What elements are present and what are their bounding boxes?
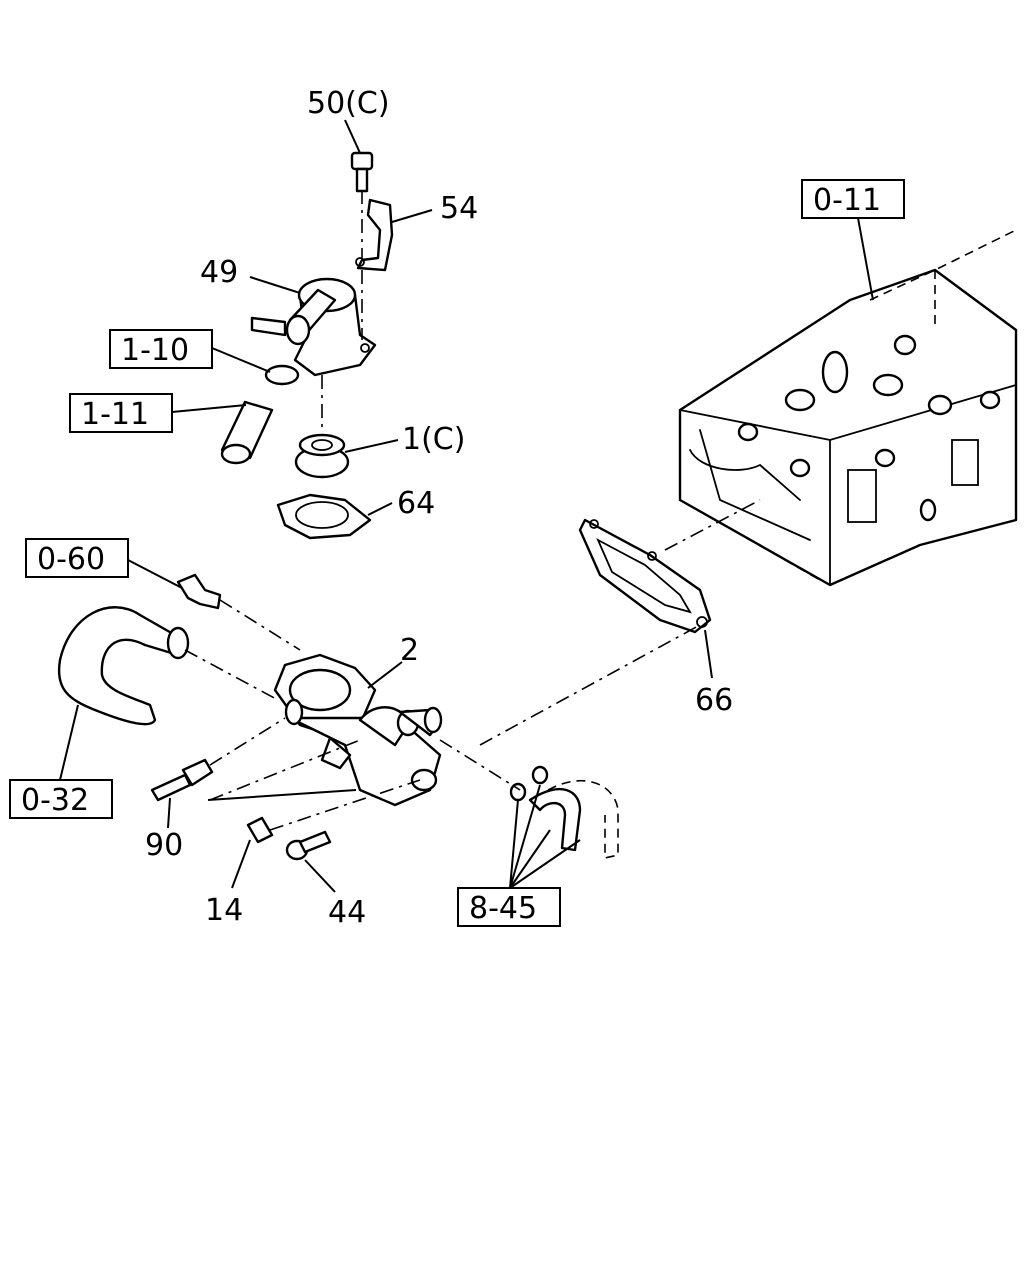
svg-text:8-45: 8-45 bbox=[469, 891, 537, 926]
ref-8-45: 8-45 bbox=[457, 887, 561, 927]
gasket-66 bbox=[578, 518, 712, 634]
ref-1-10: 1-10 bbox=[109, 329, 213, 369]
gasket-64 bbox=[276, 493, 372, 540]
ref-1-11: 1-11 bbox=[69, 393, 173, 433]
svg-text:1-10: 1-10 bbox=[121, 333, 189, 368]
plug-14 bbox=[246, 816, 274, 844]
callout-90: 90 bbox=[145, 828, 183, 863]
thermostat-housing-49 bbox=[250, 277, 377, 377]
callout-44: 44 bbox=[328, 895, 366, 930]
bolt-44 bbox=[285, 830, 332, 861]
svg-text:0-32: 0-32 bbox=[21, 783, 89, 818]
cylinder-head bbox=[678, 229, 1018, 587]
pipes-8-45 bbox=[509, 765, 619, 860]
ref-0-60: 0-60 bbox=[25, 538, 129, 578]
callout-2: 2 bbox=[400, 633, 419, 668]
svg-text:0-60: 0-60 bbox=[37, 542, 105, 577]
callout-54: 54 bbox=[440, 191, 478, 226]
hose-1-11 bbox=[220, 400, 274, 465]
callout-64: 64 bbox=[397, 486, 435, 521]
assembly-lines bbox=[184, 190, 761, 831]
fitting-0-60 bbox=[176, 573, 222, 610]
bolt-50 bbox=[350, 151, 374, 193]
callout-1: 1(C) bbox=[402, 422, 465, 457]
svg-text:0-11: 0-11 bbox=[813, 183, 881, 218]
callout-14: 14 bbox=[205, 893, 243, 928]
thermostat-1 bbox=[294, 433, 350, 479]
stud-90 bbox=[150, 758, 214, 802]
callout-50: 50(C) bbox=[307, 86, 390, 121]
hose-0-32 bbox=[57, 606, 190, 726]
leader-lines bbox=[59, 119, 874, 893]
clamp-1-10 bbox=[264, 364, 300, 386]
bracket-54 bbox=[355, 198, 394, 272]
water-outlet-2 bbox=[273, 653, 443, 807]
callout-49: 49 bbox=[200, 255, 238, 290]
ref-0-11: 0-11 bbox=[801, 179, 905, 219]
callout-66: 66 bbox=[695, 683, 733, 718]
svg-text:1-11: 1-11 bbox=[81, 397, 149, 432]
ref-0-32: 0-32 bbox=[9, 779, 113, 819]
